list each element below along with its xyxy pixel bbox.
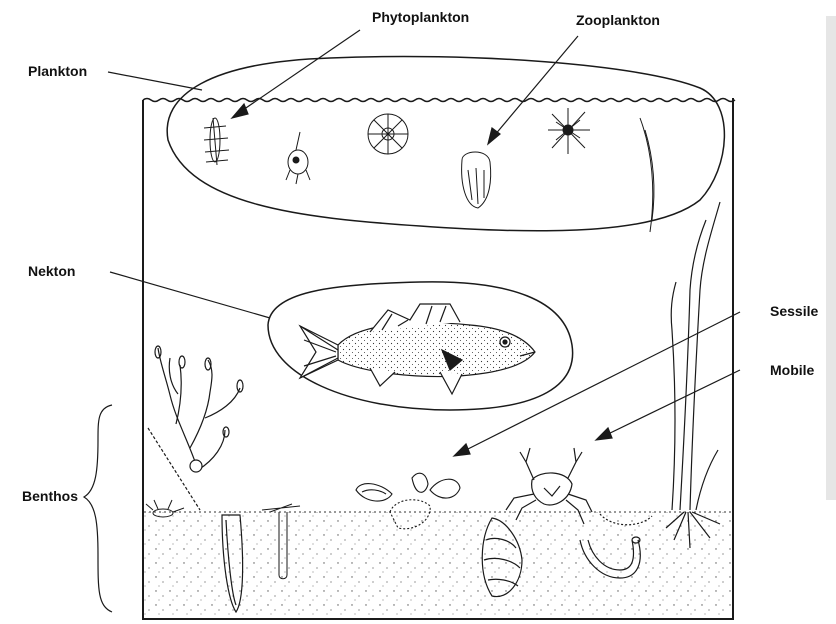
phytoplankton-radial-diatom xyxy=(368,114,408,154)
zooplankton-jellyfish xyxy=(462,152,491,208)
benthos-brace xyxy=(84,405,112,612)
plankton-enclosure xyxy=(167,56,724,230)
plankton-larva xyxy=(286,132,310,184)
seaweed-sessile xyxy=(148,346,243,510)
fish-nekton xyxy=(300,304,535,394)
label-mobile: Mobile xyxy=(770,362,814,378)
water-surface xyxy=(143,99,735,102)
eelgrass-sessile xyxy=(666,202,720,548)
pointer-lines xyxy=(108,30,740,456)
label-plankton: Plankton xyxy=(28,63,87,79)
sediment-layer xyxy=(144,512,732,618)
phytoplankton-diatom-chain xyxy=(204,118,229,165)
phytoplankton-needle-diatom xyxy=(640,118,654,232)
label-nekton: Nekton xyxy=(28,263,75,279)
label-sessile: Sessile xyxy=(770,303,818,319)
label-phytoplankton: Phytoplankton xyxy=(372,9,469,25)
label-benthos: Benthos xyxy=(22,488,78,504)
phytoplankton-star-radiolarian xyxy=(548,108,590,154)
label-zooplankton: Zooplankton xyxy=(576,12,660,28)
